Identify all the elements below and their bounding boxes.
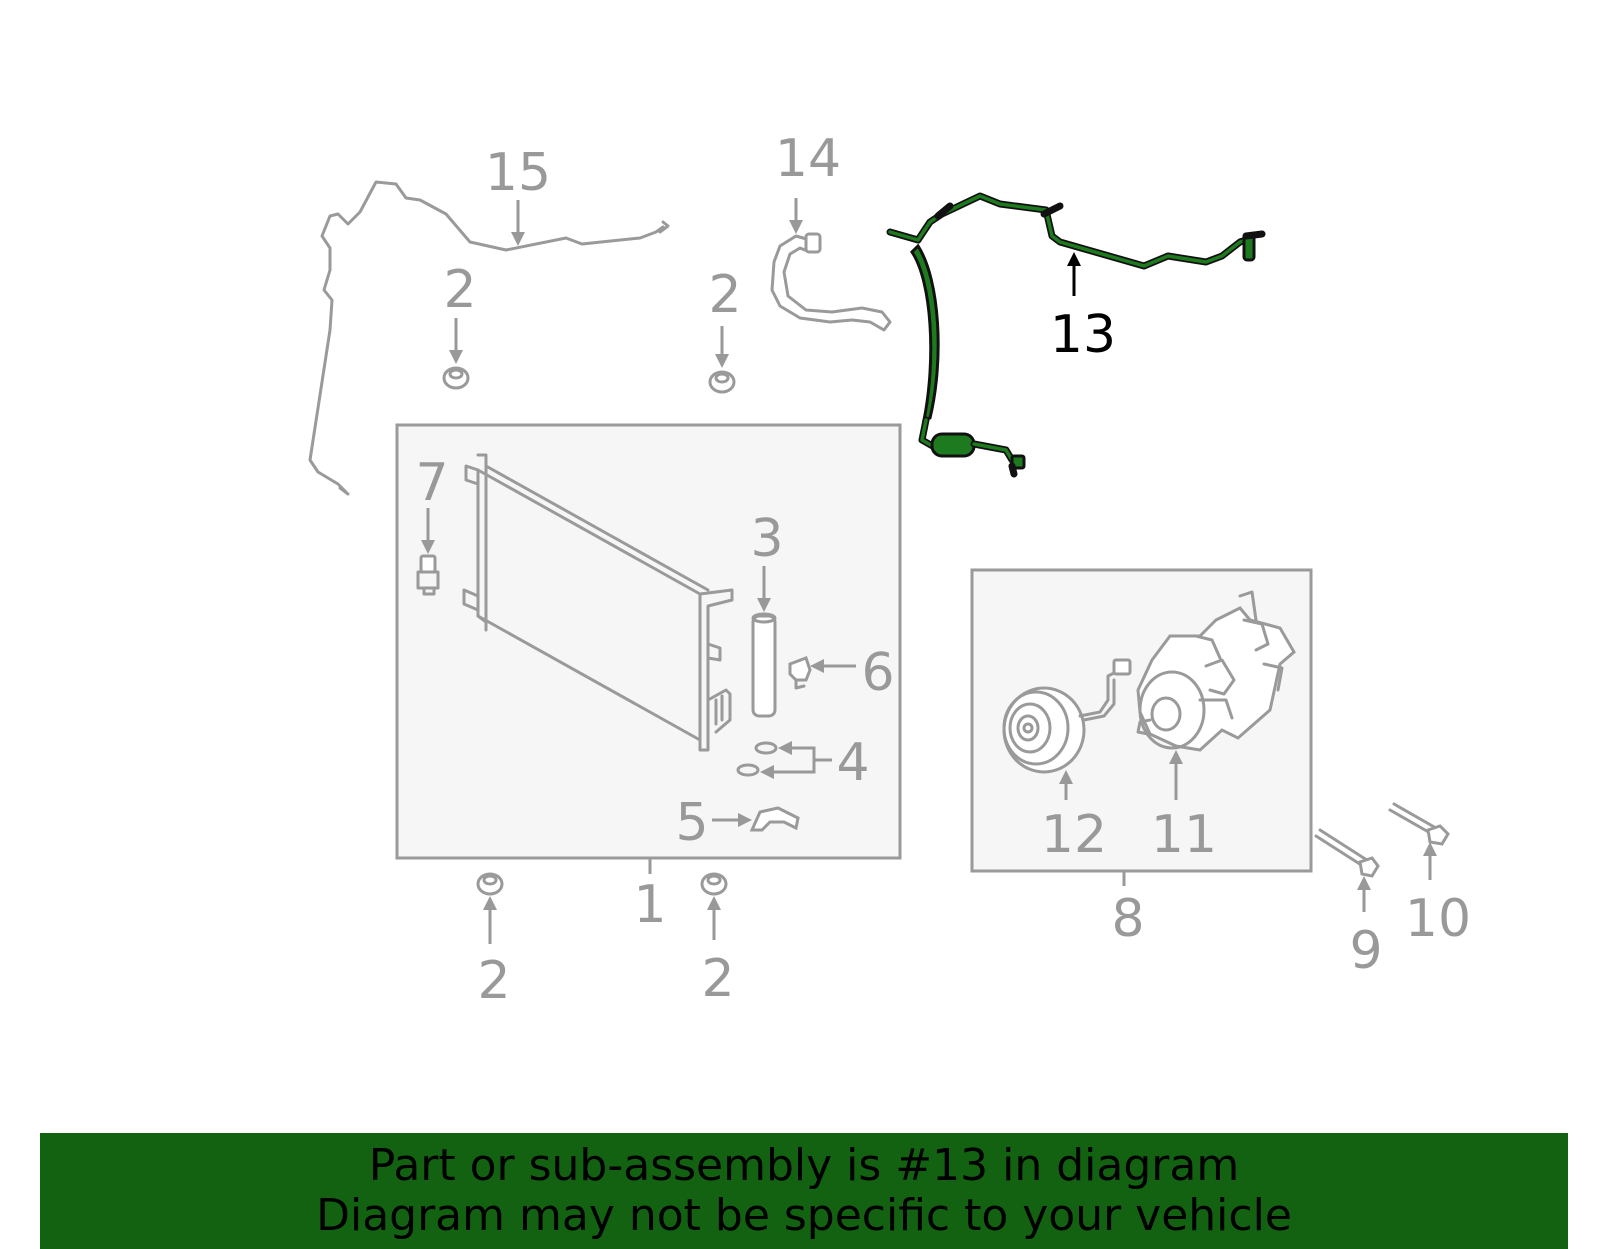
callout-2-top-left-arrow bbox=[449, 318, 463, 364]
part-12-compressor-clutch[interactable] bbox=[1002, 658, 1132, 774]
banner-line-2: Diagram may not be specific to your vehi… bbox=[316, 1190, 1292, 1241]
callout-2-bottom-right: 2 bbox=[701, 949, 734, 1009]
part-2-insulator-top-right[interactable] bbox=[708, 370, 736, 394]
callout-4-arrow bbox=[760, 741, 832, 779]
part-13-ac-hose-highlighted[interactable] bbox=[886, 192, 1266, 478]
callout-13-arrow bbox=[1067, 252, 1081, 296]
callout-12-arrow bbox=[1059, 770, 1073, 800]
callout-6-arrow bbox=[810, 659, 856, 673]
part-5-bracket[interactable] bbox=[749, 806, 800, 832]
part-2-insulator-bottom-right[interactable] bbox=[700, 872, 728, 896]
callout-15-arrow bbox=[511, 200, 525, 246]
callout-7-arrow bbox=[421, 508, 435, 554]
part-2-insulator-top-left[interactable] bbox=[442, 366, 470, 390]
callout-9: 9 bbox=[1349, 921, 1382, 981]
callout-2-top-left: 2 bbox=[443, 260, 476, 320]
part-11-compressor[interactable] bbox=[1136, 590, 1296, 752]
part-1-condenser[interactable] bbox=[462, 453, 734, 752]
callout-9-arrow bbox=[1357, 876, 1371, 912]
part-4-o-rings[interactable] bbox=[736, 741, 778, 777]
callout-13: 13 bbox=[1050, 305, 1116, 365]
part-2-insulator-bottom-left[interactable] bbox=[476, 872, 504, 896]
part-7-pressure-sensor[interactable] bbox=[416, 554, 440, 596]
callout-5: 5 bbox=[675, 793, 708, 853]
part-10-bolt[interactable] bbox=[1388, 802, 1450, 846]
callout-5-arrow bbox=[712, 813, 752, 827]
callout-15: 15 bbox=[485, 143, 551, 203]
callout-2-bottom-right-arrow bbox=[707, 896, 721, 940]
part-3-receiver-drier[interactable] bbox=[751, 612, 777, 718]
callout-6: 6 bbox=[861, 643, 894, 703]
callout-1: 1 bbox=[633, 875, 666, 935]
callout-14-arrow bbox=[789, 198, 803, 234]
callout-10-arrow bbox=[1423, 842, 1437, 880]
part-6-plug[interactable] bbox=[788, 656, 812, 690]
info-banner: Part or sub-assembly is #13 in diagram D… bbox=[40, 1133, 1568, 1249]
callout-12: 12 bbox=[1041, 805, 1107, 865]
part-9-bolt[interactable] bbox=[1314, 828, 1380, 878]
part-14-ac-line[interactable] bbox=[770, 232, 892, 332]
callout-11: 11 bbox=[1151, 805, 1217, 865]
callout-11-arrow bbox=[1169, 750, 1183, 800]
callout-3: 3 bbox=[750, 509, 783, 569]
callout-2-top-right: 2 bbox=[708, 265, 741, 325]
banner-line-1: Part or sub-assembly is #13 in diagram bbox=[368, 1140, 1240, 1191]
callout-4: 4 bbox=[836, 733, 869, 793]
callout-8: 8 bbox=[1111, 889, 1144, 949]
callout-2-top-right-arrow bbox=[715, 326, 729, 368]
part-15-ac-line[interactable] bbox=[308, 180, 670, 496]
callout-10: 10 bbox=[1405, 889, 1471, 949]
callout-2-bottom-left: 2 bbox=[477, 951, 510, 1011]
callout-2-bottom-left-arrow bbox=[483, 896, 497, 944]
assembly-1-box bbox=[395, 423, 902, 860]
callout-3-arrow bbox=[757, 566, 771, 612]
callout-14: 14 bbox=[775, 129, 841, 189]
callout-7: 7 bbox=[415, 453, 448, 513]
